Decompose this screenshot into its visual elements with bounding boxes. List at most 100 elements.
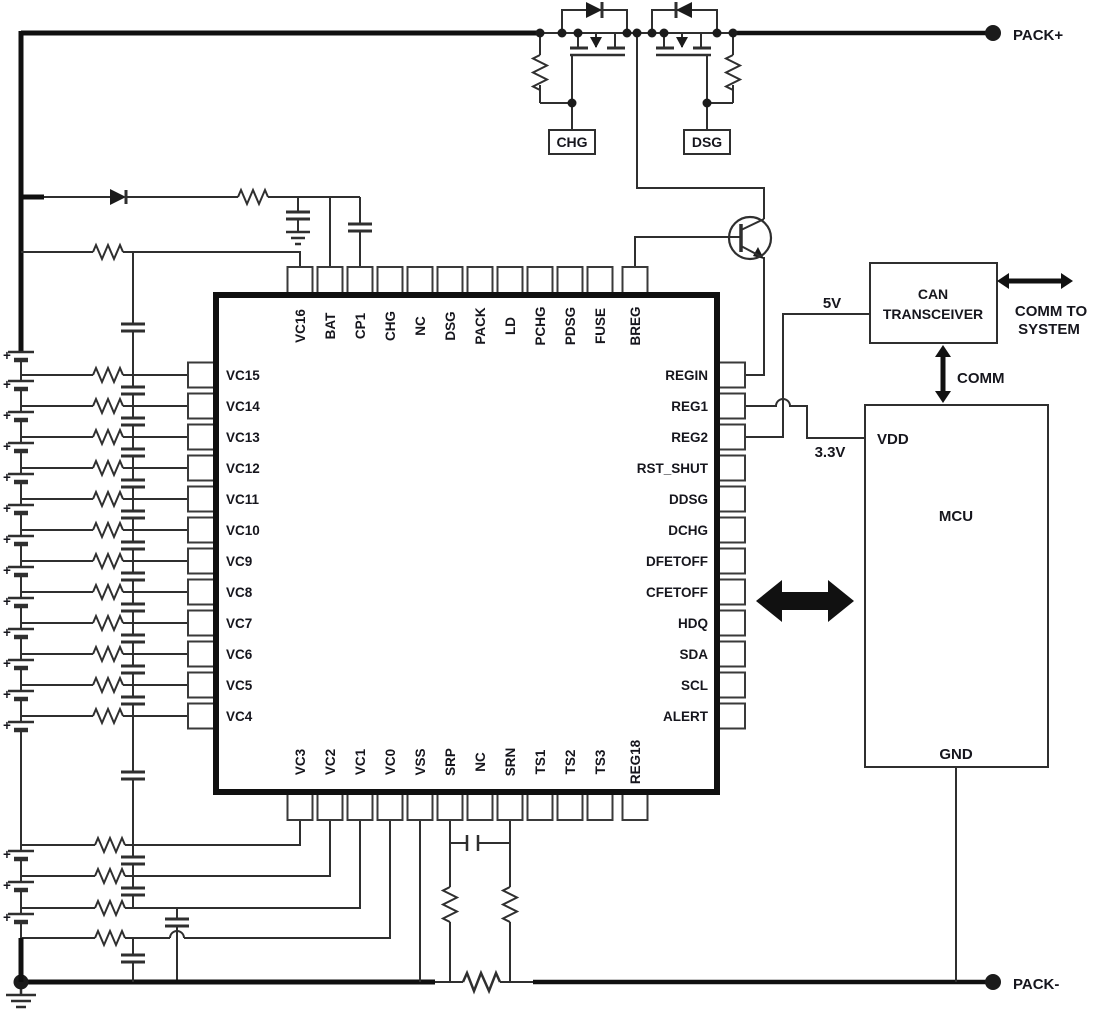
mcu-block: [864, 404, 1049, 768]
comm-to-system-label-line1: COMM TO: [1015, 303, 1088, 320]
pin-box-top-LD: [496, 266, 524, 296]
pin-box-bottom-SRN: [496, 791, 524, 821]
pin-box-top-BREG: [621, 266, 649, 296]
pin-box-top-CP1: [346, 266, 374, 296]
mcu-label: MCU: [939, 508, 973, 525]
pin-box-bottom-REG18: [621, 791, 649, 821]
junction-dot: [647, 28, 657, 38]
pin-label-bottom-SRN: SRN: [503, 748, 518, 777]
diode-bars: [124, 2, 678, 204]
junction-dot: [557, 28, 567, 38]
diode-bat-line: [110, 189, 126, 205]
battery-cell-plus-sign: +: [3, 847, 11, 862]
junction-dot: [573, 28, 583, 38]
junction-dot: [702, 98, 712, 108]
pin-box-bottom-SRP: [436, 791, 464, 821]
pin-label-top-NC: NC: [413, 316, 428, 336]
dsg-fet-arrow: [676, 37, 688, 48]
battery-cell-plus-sign: +: [3, 408, 11, 423]
pin-box-top-BAT: [316, 266, 344, 296]
pin-box-left-VC10: [187, 516, 217, 544]
battery-cell-plus-sign: +: [3, 348, 11, 363]
battery-cell-plus-sign: +: [3, 532, 11, 547]
junction-dot: [659, 28, 669, 38]
pin-box-right-HDQ: [716, 609, 746, 637]
pin-box-bottom-VC3: [286, 791, 314, 821]
net-label-3v3: 3.3V: [815, 444, 846, 461]
pin-label-top-DSG: DSG: [443, 311, 458, 340]
pin-label-bottom-VC3: VC3: [293, 748, 308, 775]
pin-label-right-RST_SHUT: RST_SHUT: [637, 461, 709, 476]
pin-box-top-FUSE: [586, 266, 614, 296]
pin-label-top-CHG: CHG: [383, 311, 398, 341]
pin-label-right-DDSG: DDSG: [669, 492, 708, 507]
pin-label-right-SDA: SDA: [679, 647, 708, 662]
pin-label-left-VC10: VC10: [226, 523, 260, 538]
junction-dot: [728, 28, 738, 38]
pin-label-left-VC12: VC12: [226, 461, 260, 476]
pin-label-left-VC14: VC14: [226, 399, 260, 414]
junction-dots: [535, 28, 738, 108]
pin-box-top-DSG: [436, 266, 464, 296]
pin-label-right-REG1: REG1: [671, 399, 708, 414]
pin-box-top-PDSG: [556, 266, 584, 296]
pin-box-right-SCL: [716, 671, 746, 699]
pin-box-right-SDA: [716, 640, 746, 668]
pin-label-right-SCL: SCL: [681, 678, 708, 693]
pin-box-bottom-TS2: [556, 791, 584, 821]
pin-label-right-DFETOFF: DFETOFF: [646, 554, 708, 569]
pin-box-top-VC16: [286, 266, 314, 296]
battery-cell-plus-sign: +: [3, 501, 11, 516]
digital-bus-arrow-icon: [756, 580, 854, 622]
pin-label-right-DCHG: DCHG: [668, 523, 708, 538]
pin-box-left-VC4: [187, 702, 217, 730]
pin-label-right-CFETOFF: CFETOFF: [646, 585, 708, 600]
pin-box-right-DDSG: [716, 485, 746, 513]
pin-label-right-REGIN: REGIN: [665, 368, 708, 383]
chg-label-box: [548, 129, 596, 155]
dsg-label-box: [683, 129, 731, 155]
battery-cell-plus-sign: +: [3, 563, 11, 578]
dsg-body-diode: [676, 2, 692, 18]
pin-label-bottom-VSS: VSS: [413, 748, 428, 775]
wire-layer: [6, 9, 993, 1009]
pin-label-top-PCHG: PCHG: [533, 306, 548, 345]
battery-cell-plus-sign: +: [3, 878, 11, 893]
pin-label-top-PDSG: PDSG: [563, 307, 578, 345]
bjt-preregulator: [727, 215, 773, 261]
can-transceiver-label-line2: TRANSCEIVER: [883, 306, 983, 322]
junction-dot: [567, 98, 577, 108]
pin-box-right-REGIN: [716, 361, 746, 389]
battery-cell-plus-sign: +: [3, 718, 11, 733]
pin-label-bottom-VC1: VC1: [353, 748, 368, 775]
battery-cell-plus-sign: +: [3, 687, 11, 702]
pin-label-top-LD: LD: [503, 317, 518, 335]
pack-plus-terminal: [985, 25, 1001, 41]
battery-monitor-ic-body: [213, 292, 720, 795]
pin-label-bottom-REG18: REG18: [628, 739, 643, 784]
pin-box-bottom-TS3: [586, 791, 614, 821]
pin-label-bottom-NC: NC: [473, 752, 488, 772]
pin-box-left-VC11: [187, 485, 217, 513]
pin-label-left-VC13: VC13: [226, 430, 260, 445]
battery-cell-plus-sign: +: [3, 910, 11, 925]
mcu-gnd-label: GND: [939, 746, 973, 763]
pin-box-right-CFETOFF: [716, 578, 746, 606]
pin-box-bottom-VC0: [376, 791, 404, 821]
symbol-layer: [13, 2, 1001, 990]
pin-box-left-VC12: [187, 454, 217, 482]
junction-dot: [632, 28, 642, 38]
pin-box-left-VC15: [187, 361, 217, 389]
pin-label-right-REG2: REG2: [671, 430, 708, 445]
pin-label-top-FUSE: FUSE: [593, 308, 608, 344]
pin-box-right-DCHG: [716, 516, 746, 544]
pin-label-left-VC7: VC7: [226, 616, 252, 631]
generated-wires: [8, 252, 188, 982]
pin-box-top-PCHG: [526, 266, 554, 296]
battery-cell-plus-sign: +: [3, 439, 11, 454]
pin-labels: VC16VC3BATVC2CP1VC1CHGVC0NCVSSDSGSRPPACK…: [3, 306, 709, 925]
battery-cell-plus-sign: +: [3, 470, 11, 485]
pin-box-left-VC7: [187, 609, 217, 637]
